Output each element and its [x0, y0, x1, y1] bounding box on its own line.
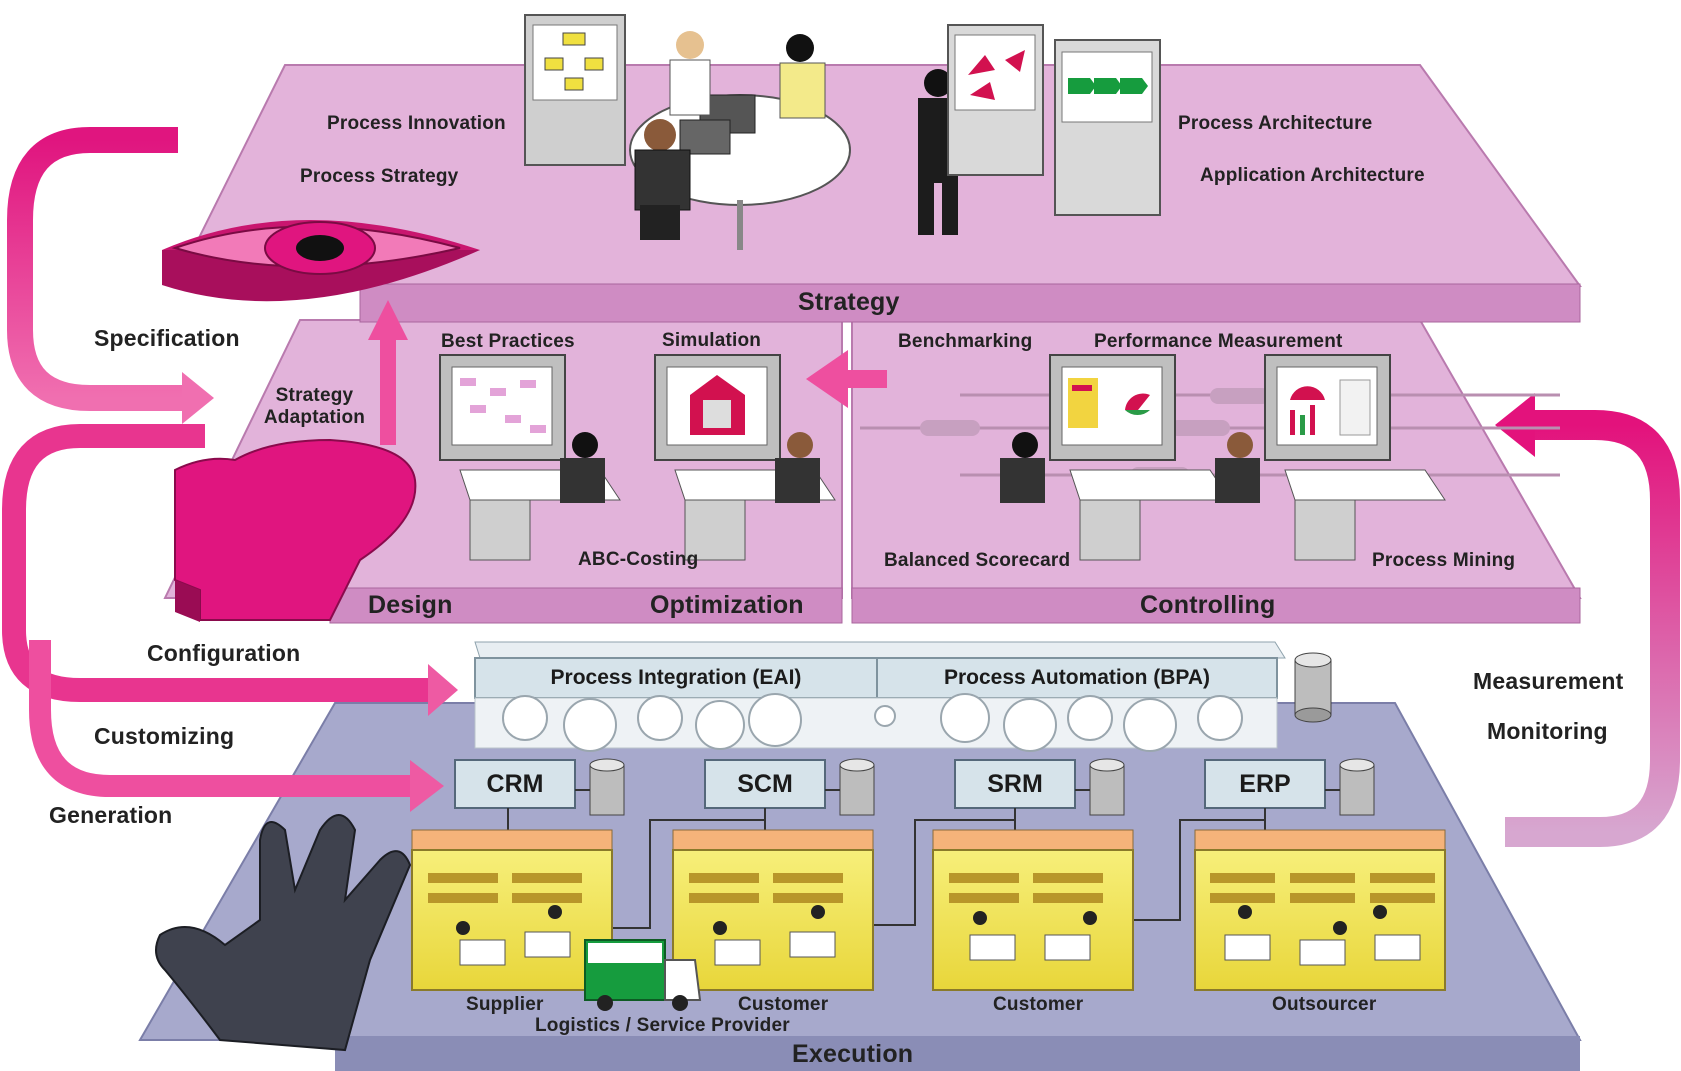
truck-icon — [584, 939, 702, 1011]
strategy-adaptation-line1: Strategy — [275, 385, 354, 406]
label-benchmarking: Benchmarking — [898, 331, 1033, 352]
label-process-integration: Process Integration (EAI) — [550, 666, 802, 689]
layer-label-optimization: Optimization — [650, 591, 804, 619]
label-supplier: Supplier — [466, 994, 544, 1015]
label-customer-1: Customer — [738, 994, 829, 1015]
integration-database-icon — [1294, 652, 1332, 723]
label-process-mining: Process Mining — [1372, 550, 1516, 571]
strategy-adaptation-line2: Adaptation — [263, 407, 366, 428]
label-measurement: Measurement — [1473, 668, 1624, 694]
layer-label-design: Design — [368, 591, 453, 619]
system-scm-box — [704, 758, 875, 816]
workstation-best-practices-icon — [439, 354, 621, 561]
gears-icon — [502, 693, 1243, 752]
system-label-srm: SRM — [987, 770, 1043, 798]
label-process-strategy: Process Strategy — [300, 166, 459, 187]
system-label-erp: ERP — [1239, 770, 1291, 798]
measurement-arrow — [1495, 393, 1680, 847]
eye-icon — [162, 220, 480, 302]
optimization-to-controlling-arrow — [806, 350, 887, 408]
label-best-practices: Best Practices — [441, 331, 575, 352]
hand-icon — [155, 814, 412, 1052]
system-label-scm: SCM — [737, 770, 793, 798]
customizing-arrow — [29, 640, 444, 812]
label-performance-measurement: Performance Measurement — [1094, 331, 1343, 352]
workstation-process-mining-icon — [1215, 354, 1446, 561]
system-label-crm: CRM — [486, 770, 544, 798]
office-customer2-icon — [932, 829, 1134, 991]
meeting-table-icon — [629, 31, 851, 250]
label-specification: Specification — [94, 325, 240, 351]
specification-arrow — [6, 127, 214, 424]
system-crm-box — [454, 758, 625, 816]
label-application-architecture: Application Architecture — [1200, 165, 1425, 186]
office-customer1-icon — [672, 829, 874, 991]
office-supplier-icon — [411, 829, 613, 991]
label-simulation: Simulation — [662, 330, 762, 351]
label-customer-2: Customer — [993, 994, 1084, 1015]
strategy-adaptation-arrow — [368, 300, 408, 445]
whiteboard-right1-icon — [947, 24, 1044, 176]
layer-label-execution: Execution — [792, 1040, 914, 1068]
layer-label-strategy: Strategy — [798, 288, 900, 316]
label-process-automation: Process Automation (BPA) — [943, 666, 1211, 689]
label-process-architecture: Process Architecture — [1178, 113, 1373, 134]
layer-label-controlling: Controlling — [1140, 591, 1276, 619]
office-workers-icon — [456, 905, 1421, 966]
label-strategy-adaptation: Strategy Adaptation — [262, 385, 367, 429]
whiteboard-right2-icon — [1054, 39, 1161, 216]
system-erp-box — [1204, 758, 1375, 816]
head-icon — [174, 438, 417, 622]
label-logistics: Logistics / Service Provider — [535, 1015, 790, 1036]
label-balanced-scorecard: Balanced Scorecard — [884, 550, 1071, 571]
workstation-simulation-icon — [654, 354, 836, 561]
label-abc-costing: ABC-Costing — [578, 549, 699, 570]
label-monitoring: Monitoring — [1487, 718, 1608, 744]
label-configuration: Configuration — [147, 640, 301, 666]
label-process-innovation: Process Innovation — [327, 113, 506, 134]
label-generation: Generation — [49, 802, 173, 828]
system-srm-box — [954, 758, 1125, 816]
label-outsourcer: Outsourcer — [1272, 994, 1377, 1015]
whiteboard-left-icon — [524, 14, 626, 166]
label-customizing: Customizing — [94, 723, 235, 749]
office-outsourcer-icon — [1194, 829, 1446, 991]
